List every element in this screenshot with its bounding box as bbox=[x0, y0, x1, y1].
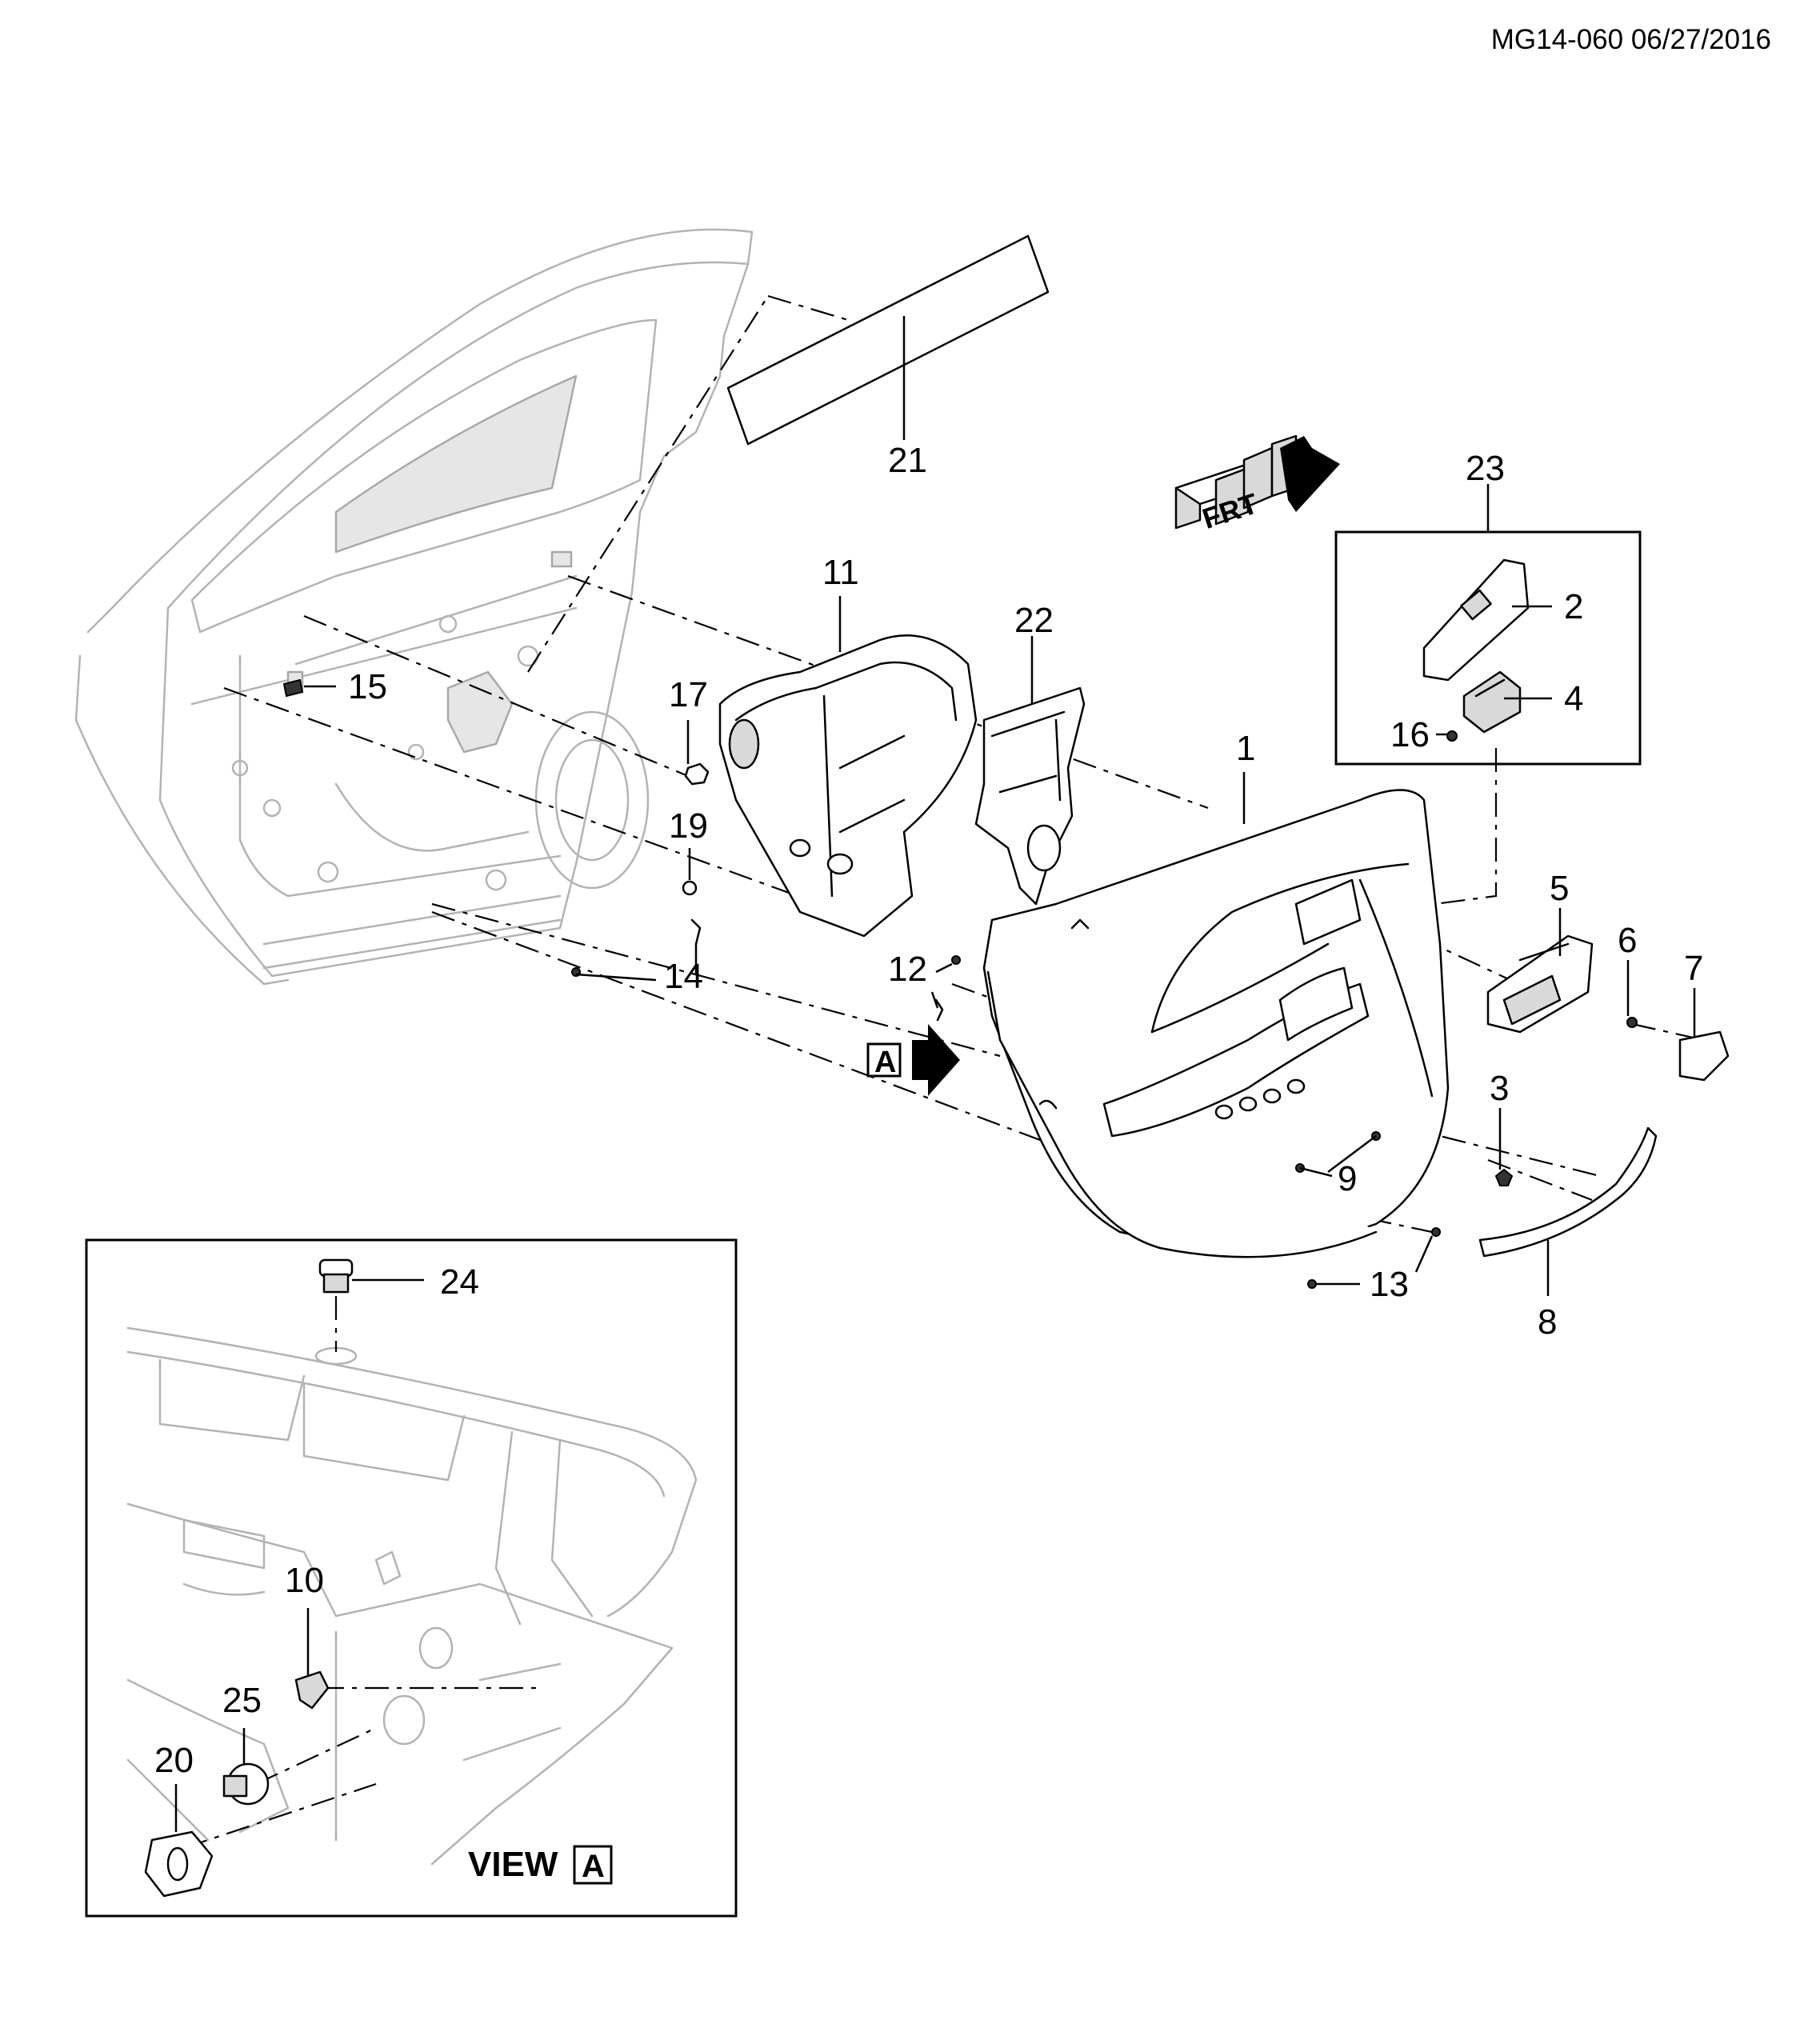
callout-14: 14 bbox=[664, 957, 703, 996]
part-2-switch-bezel bbox=[1422, 558, 1530, 682]
callout-4: 4 bbox=[1564, 679, 1583, 718]
callout-23: 23 bbox=[1466, 449, 1505, 488]
door-shell bbox=[74, 228, 754, 986]
inset-view-a: 24 10 25 20 VIEW A bbox=[85, 1238, 738, 1918]
callout-22: 22 bbox=[1014, 601, 1054, 640]
inset-door-detail bbox=[126, 1326, 698, 1866]
callout-25: 25 bbox=[222, 1681, 262, 1720]
callout-1: 1 bbox=[1236, 729, 1255, 768]
inset-dash-lines bbox=[183, 1296, 544, 1850]
view-arrow-icon: A bbox=[866, 1024, 960, 1096]
part-16-screw bbox=[1446, 730, 1458, 742]
callout-2: 2 bbox=[1564, 587, 1583, 626]
callout-15: 15 bbox=[348, 667, 387, 706]
callout-labels: 21 11 22 1 23 2 4 16 5 6 7 3 8 9 13 12 1… bbox=[348, 441, 1703, 1342]
leader-lines bbox=[304, 316, 1696, 1296]
part-19-nut bbox=[682, 880, 698, 896]
callout-16: 16 bbox=[1390, 715, 1430, 754]
callout-17: 17 bbox=[669, 675, 708, 714]
part-7-cap bbox=[1678, 1030, 1730, 1082]
inset-frame bbox=[85, 1238, 738, 1918]
view-word: VIEW bbox=[468, 1845, 558, 1884]
view-letter: A bbox=[582, 1849, 605, 1884]
part-6-screw bbox=[1626, 1017, 1638, 1028]
callout-19: 19 bbox=[669, 806, 708, 846]
part-3-clip bbox=[1494, 1168, 1514, 1186]
direction-arrow-icon: FRT bbox=[1174, 434, 1340, 535]
callout-7: 7 bbox=[1684, 949, 1703, 988]
part-22-bracket bbox=[974, 686, 1086, 906]
part-24-grommet bbox=[318, 1258, 424, 1294]
part-20-nut bbox=[144, 1784, 214, 1898]
part-5-handle-bezel bbox=[1486, 934, 1594, 1034]
callout-5: 5 bbox=[1550, 869, 1569, 908]
callout-6: 6 bbox=[1618, 921, 1637, 960]
part-21-label bbox=[726, 234, 1050, 446]
callout-3: 3 bbox=[1490, 1069, 1509, 1108]
part-11-deflector bbox=[718, 634, 978, 938]
part-14-fasteners bbox=[571, 918, 702, 977]
part-4-switch bbox=[1462, 670, 1522, 734]
callout-10: 10 bbox=[285, 1561, 324, 1600]
callout-24: 24 bbox=[440, 1262, 479, 1302]
callout-8: 8 bbox=[1538, 1302, 1557, 1342]
callout-12: 12 bbox=[888, 950, 927, 989]
part-8-molding bbox=[1478, 1126, 1658, 1258]
part-13-screws bbox=[1307, 1227, 1441, 1289]
part-25-grommet bbox=[222, 1728, 270, 1806]
callout-20: 20 bbox=[154, 1741, 194, 1780]
callout-21: 21 bbox=[888, 441, 927, 480]
part-15-clip bbox=[282, 678, 304, 698]
diagram-code: MG14-060 06/27/2016 bbox=[1490, 24, 1771, 55]
callout-13: 13 bbox=[1370, 1265, 1409, 1304]
view-a-caption: VIEW A bbox=[468, 1845, 613, 1885]
view-marker-letter: A bbox=[874, 1046, 896, 1079]
part-17-nut bbox=[684, 762, 710, 786]
callout-9: 9 bbox=[1338, 1159, 1357, 1198]
part-1-trim-panel bbox=[982, 789, 1450, 1258]
callout-11: 11 bbox=[822, 553, 859, 592]
part-10-clip bbox=[294, 1608, 330, 1710]
